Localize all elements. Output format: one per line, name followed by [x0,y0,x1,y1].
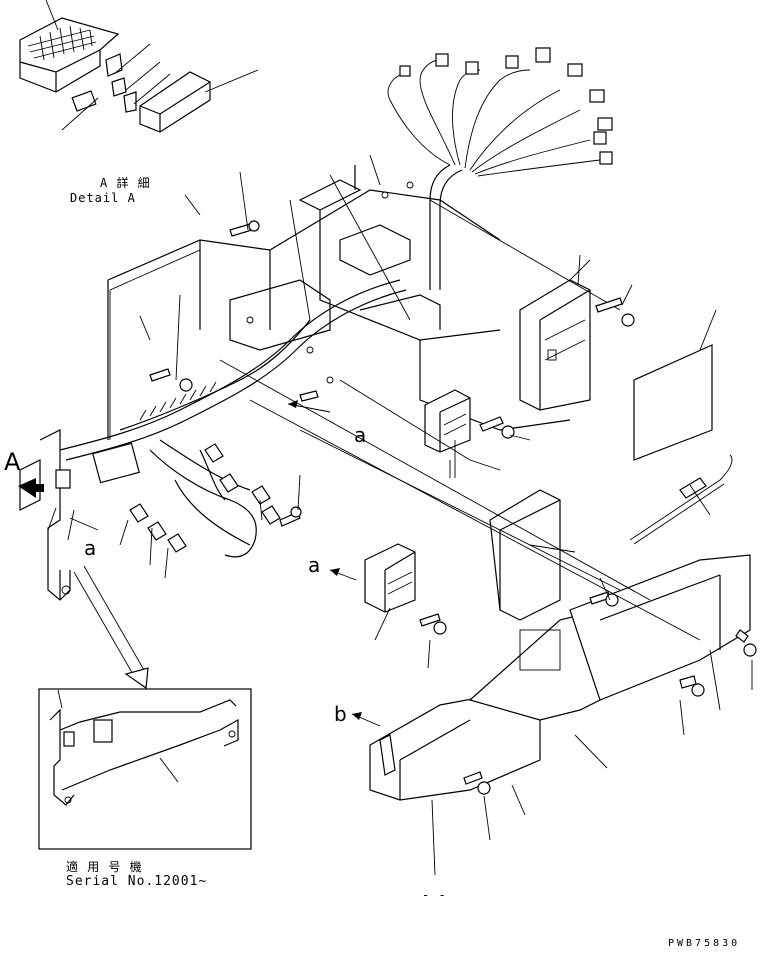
serial-detail-box [38,688,252,850]
left-bracket-plate [19,429,140,601]
frame-bracket [107,154,571,440]
controller-unit-right [519,259,591,411]
reference-a-label-1: a [354,423,367,447]
serial-number-label: Serial No.12001~ [66,874,208,889]
reference-b-label: b [334,702,347,726]
detail-a-english-label: Detail A [70,191,136,205]
detail-a-japanese-label: A 詳 細 [100,176,151,190]
long-cable [629,454,733,545]
bolts [149,220,757,795]
view-arrow-a [18,478,44,498]
harness-top-branch [387,47,613,290]
cross-member-duct [369,489,751,801]
guide-lines [109,199,701,641]
drawing-code: PWB75830 [668,938,741,949]
detail-pointer-arrow [73,565,149,690]
leader-lines [47,171,753,876]
label-sheet [633,309,717,461]
connector-box-a [364,543,416,641]
detail-a-connector [19,0,259,133]
dash-mark: - - [422,888,447,902]
serial-japanese-label: 適 用 号 機 [66,860,143,874]
relay-box [424,389,471,478]
reference-a-label-3: a [308,553,321,577]
reference-arrows [69,400,381,727]
view-a-label: A [4,448,21,476]
main-harness [59,279,407,558]
reference-a-label-2: a [84,536,97,560]
